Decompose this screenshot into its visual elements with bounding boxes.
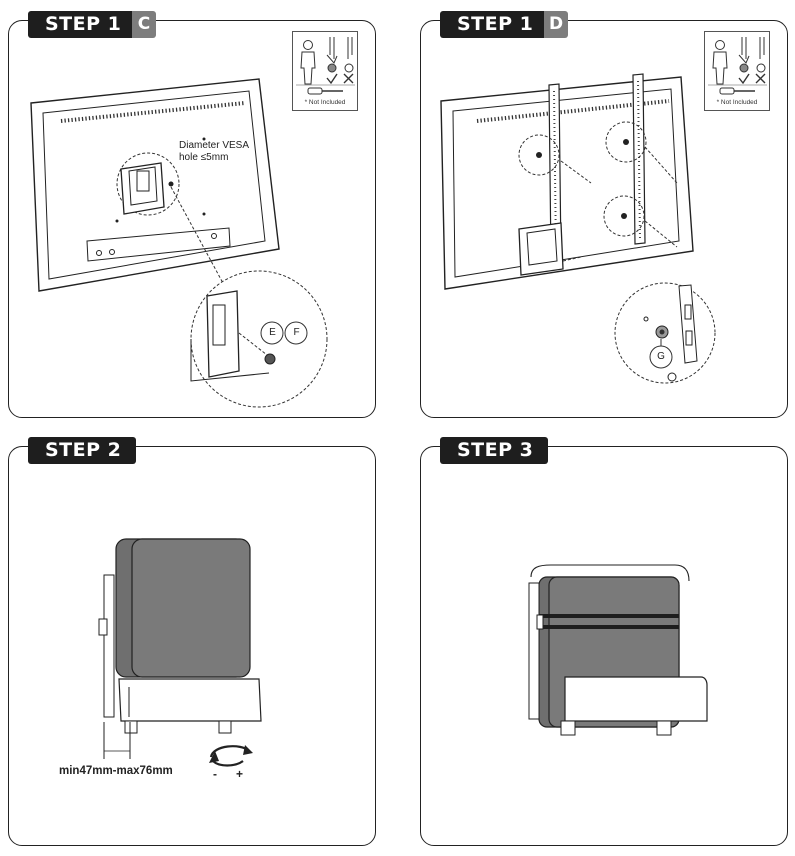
monitor-back-illustration <box>30 78 328 408</box>
tools-box: * Not Included <box>292 31 358 111</box>
part-e-label: E <box>269 327 276 338</box>
screwdriver-cross-icon <box>343 37 354 84</box>
screwdriver-icon <box>296 84 355 95</box>
step-1c-tag: STEP 1 <box>28 11 136 38</box>
not-included-note: * Not Included <box>304 99 346 106</box>
vesa-note-line2: hole ≤5mm <box>179 152 229 163</box>
vesa-note: Diameter VESA hole ≤5mm <box>179 140 249 164</box>
step-1d-sub-tag: D <box>544 11 568 38</box>
step-3-panel <box>420 446 788 846</box>
minus-sign: - <box>213 767 217 781</box>
part-g-label: G <box>657 351 665 362</box>
screwdriver-check-icon <box>738 37 750 85</box>
step-1c-sub-tag: C <box>132 11 156 38</box>
holder-strap-illustration <box>528 564 708 736</box>
step-1c-panel: * Not Included Diameter VESA hole ≤5mm E <box>8 20 376 418</box>
plus-sign: + <box>236 767 244 781</box>
step-2-tag: STEP 2 <box>28 437 137 464</box>
range-label: min47mm-max76mm <box>59 765 173 777</box>
screwdriver-check-icon <box>326 37 338 85</box>
screwdriver-icon <box>708 84 767 95</box>
step-1d-panel: * Not Included G <box>420 20 788 418</box>
part-f-label: F <box>293 327 300 338</box>
step-3-tag: STEP 3 <box>440 437 549 464</box>
vesa-note-line1: Diameter VESA <box>179 140 250 151</box>
holder-side-illustration <box>98 538 262 759</box>
tools-box-d: * Not Included <box>704 31 770 111</box>
rotate-arrows-icon <box>209 745 253 767</box>
step-1d-tag: STEP 1 <box>440 11 548 38</box>
screwdriver-cross-icon <box>755 37 766 84</box>
not-included-note: * Not Included <box>716 99 758 106</box>
person-icon <box>300 40 316 85</box>
monitor-rails-illustration <box>440 73 716 384</box>
step-2-panel: min47mm-max76mm - + <box>8 446 376 846</box>
person-icon <box>712 40 728 85</box>
